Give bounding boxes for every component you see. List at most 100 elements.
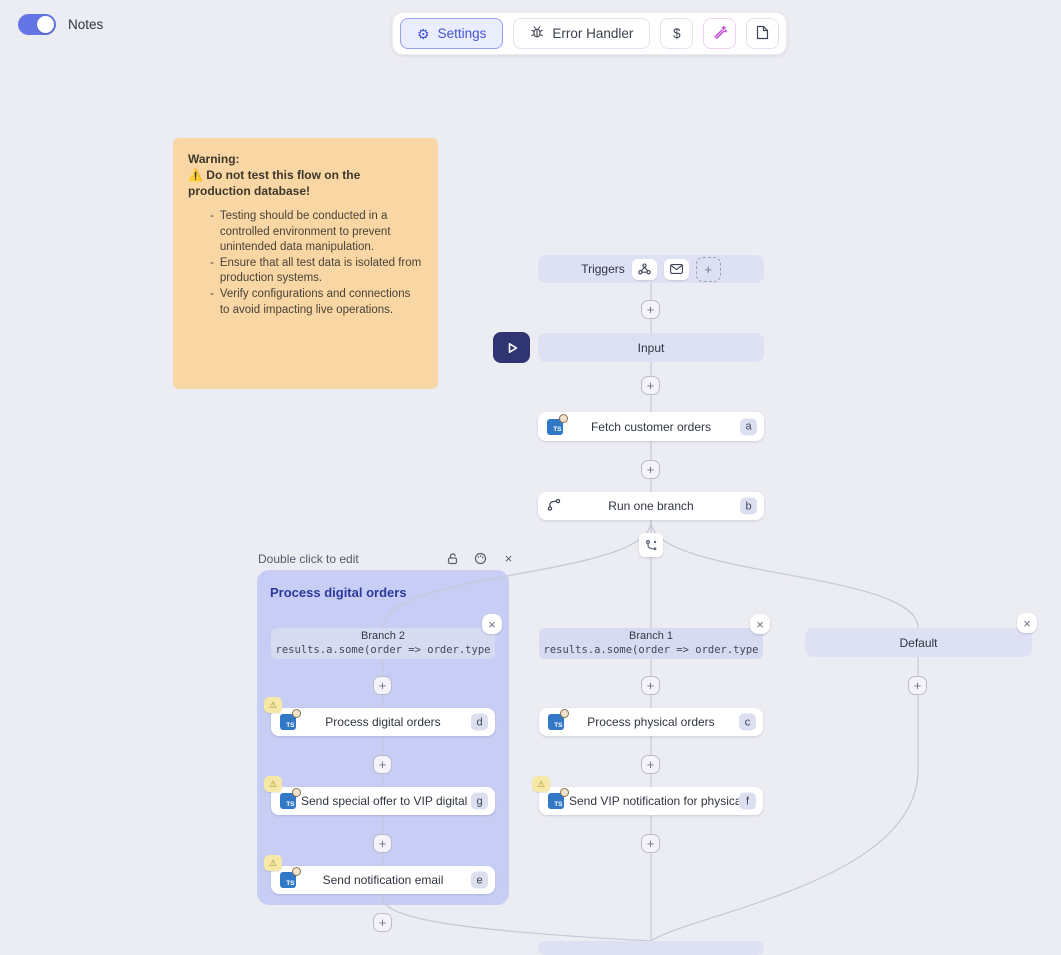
shortcut-badge: b <box>740 497 757 515</box>
node-run-one-branch[interactable]: Run one branch b <box>538 492 764 520</box>
node-label: Process digital orders <box>325 715 441 729</box>
sticky-note-warning[interactable]: Warning: ⚠️ Do not test this flow on the… <box>173 138 438 389</box>
toggle-knob <box>37 16 54 33</box>
node-label: Run one branch <box>608 499 694 513</box>
add-step-button[interactable]: + <box>641 460 660 479</box>
webhook-trigger-chip[interactable] <box>631 258 657 280</box>
group-process-digital-orders[interactable] <box>257 570 509 905</box>
node-branch1-condition[interactable]: Branch 1 results.a.some(order => order.t… <box>539 628 763 659</box>
typescript-icon: TS <box>280 867 301 888</box>
node-decorator-icon <box>559 413 568 423</box>
group-edit-hint: Double click to edit <box>258 552 359 566</box>
run-flow-button[interactable] <box>493 332 530 363</box>
note-bullet-1: -Testing should be conducted in a contro… <box>210 210 391 253</box>
warning-icon: ⚠ <box>264 855 282 871</box>
warning-icon: ⚠ <box>264 697 282 713</box>
add-step-button[interactable]: + <box>373 834 392 853</box>
bug-icon <box>530 25 544 42</box>
gear-icon: ⚙ <box>417 25 430 42</box>
document-icon <box>756 25 769 43</box>
node-send-special-offer[interactable]: ⚠ TS Send special offer to VIP digital c… <box>264 776 495 815</box>
add-step-button[interactable]: + <box>641 300 660 319</box>
node-merge[interactable] <box>538 941 764 955</box>
node-label: Process physical orders <box>587 715 715 729</box>
add-step-button[interactable]: + <box>641 834 660 853</box>
mail-icon <box>669 264 683 274</box>
typescript-icon: TS <box>548 788 569 809</box>
node-process-digital-orders[interactable]: ⚠ TS Process digital orders d <box>264 697 495 736</box>
add-step-button[interactable]: + <box>641 755 660 774</box>
node-label: Send special offer to VIP digital c... <box>301 794 487 808</box>
shortcut-badge: d <box>471 713 488 731</box>
triggers-label: Triggers <box>581 262 625 276</box>
node-fetch-customer-orders[interactable]: TS Fetch customer orders a <box>538 412 764 441</box>
default-branch-label: Default <box>899 635 938 650</box>
node-decorator-icon <box>292 867 301 876</box>
input-label: Input <box>637 340 665 355</box>
warning-emoji-icon: ⚠️ <box>188 167 203 182</box>
branch1-label: Branch 1 <box>628 630 674 643</box>
shortcut-badge: g <box>471 792 488 810</box>
add-step-button[interactable]: + <box>641 376 660 395</box>
magic-wand-icon <box>712 25 728 43</box>
settings-button[interactable]: ⚙ Settings <box>400 18 504 49</box>
remove-branch2-button[interactable]: × <box>482 614 502 634</box>
node-decorator-icon <box>292 788 301 797</box>
note-title: Warning: <box>188 152 240 166</box>
node-label: Fetch customer orders <box>590 419 712 434</box>
magic-wand-button[interactable] <box>703 18 737 49</box>
typescript-icon: TS <box>280 709 301 730</box>
node-send-notification-email[interactable]: ⚠ TS Send notification email e <box>264 855 495 894</box>
palette-icon[interactable] <box>473 551 488 566</box>
node-label: Send VIP notification for physical... <box>569 794 755 808</box>
node-input[interactable]: Input <box>538 333 764 362</box>
note-warning-line: ⚠️ Do not test this flow on the producti… <box>188 167 361 198</box>
typescript-icon: TS <box>280 788 301 809</box>
branch1-condition-code: results.a.some(order => order.type <box>543 643 759 656</box>
webhook-icon <box>638 263 651 275</box>
node-process-physical-orders[interactable]: TS Process physical orders c <box>539 708 763 736</box>
notes-toggle[interactable] <box>18 14 56 35</box>
node-send-vip-notification[interactable]: ⚠ TS Send VIP notification for physical.… <box>532 776 763 815</box>
lock-icon[interactable] <box>445 551 460 566</box>
email-trigger-chip[interactable] <box>663 258 689 280</box>
group-toolbar: × <box>445 551 516 566</box>
add-step-button[interactable]: + <box>373 913 392 932</box>
add-step-button[interactable]: + <box>641 676 660 695</box>
node-decorator-icon <box>560 709 569 718</box>
add-trigger-button[interactable]: + <box>695 256 721 282</box>
branch-icon <box>547 498 561 515</box>
typescript-icon: TS <box>547 413 568 435</box>
remove-branch1-button[interactable]: × <box>750 614 770 634</box>
branch-split-icon[interactable] <box>639 533 663 557</box>
node-decorator-icon <box>560 788 569 797</box>
warning-icon: ⚠ <box>532 776 550 792</box>
note-bullet-3: -Verify configurations and connections t… <box>210 288 411 316</box>
shortcut-badge: e <box>471 871 488 889</box>
notes-toggle-group: Notes <box>18 14 103 35</box>
remove-default-branch-button[interactable]: × <box>1017 613 1037 633</box>
shortcut-badge: f <box>739 792 756 810</box>
add-step-button[interactable]: + <box>373 755 392 774</box>
document-button[interactable] <box>746 18 780 49</box>
error-handler-label: Error Handler <box>552 26 634 41</box>
node-triggers[interactable]: Triggers + <box>538 255 764 283</box>
top-toolbar: ⚙ Settings Error Handler $ <box>392 12 788 55</box>
dollar-button[interactable]: $ <box>660 18 694 49</box>
typescript-icon: TS <box>548 709 569 730</box>
notes-label: Notes <box>68 17 104 32</box>
warning-icon: ⚠ <box>264 776 282 792</box>
add-step-button[interactable]: + <box>908 676 927 695</box>
shortcut-badge: c <box>739 713 756 731</box>
node-label: Send notification email <box>322 873 444 887</box>
add-step-button[interactable]: + <box>373 676 392 695</box>
close-group-icon[interactable]: × <box>504 551 513 566</box>
branch2-label: Branch 2 <box>360 630 406 643</box>
error-handler-button[interactable]: Error Handler <box>513 18 651 49</box>
shortcut-badge: a <box>740 418 757 435</box>
node-branch2-condition[interactable]: Branch 2 results.a.some(order => order.t… <box>271 628 495 659</box>
node-default-branch[interactable]: Default <box>805 628 1032 657</box>
play-icon <box>508 342 517 353</box>
settings-button-label: Settings <box>437 26 487 41</box>
